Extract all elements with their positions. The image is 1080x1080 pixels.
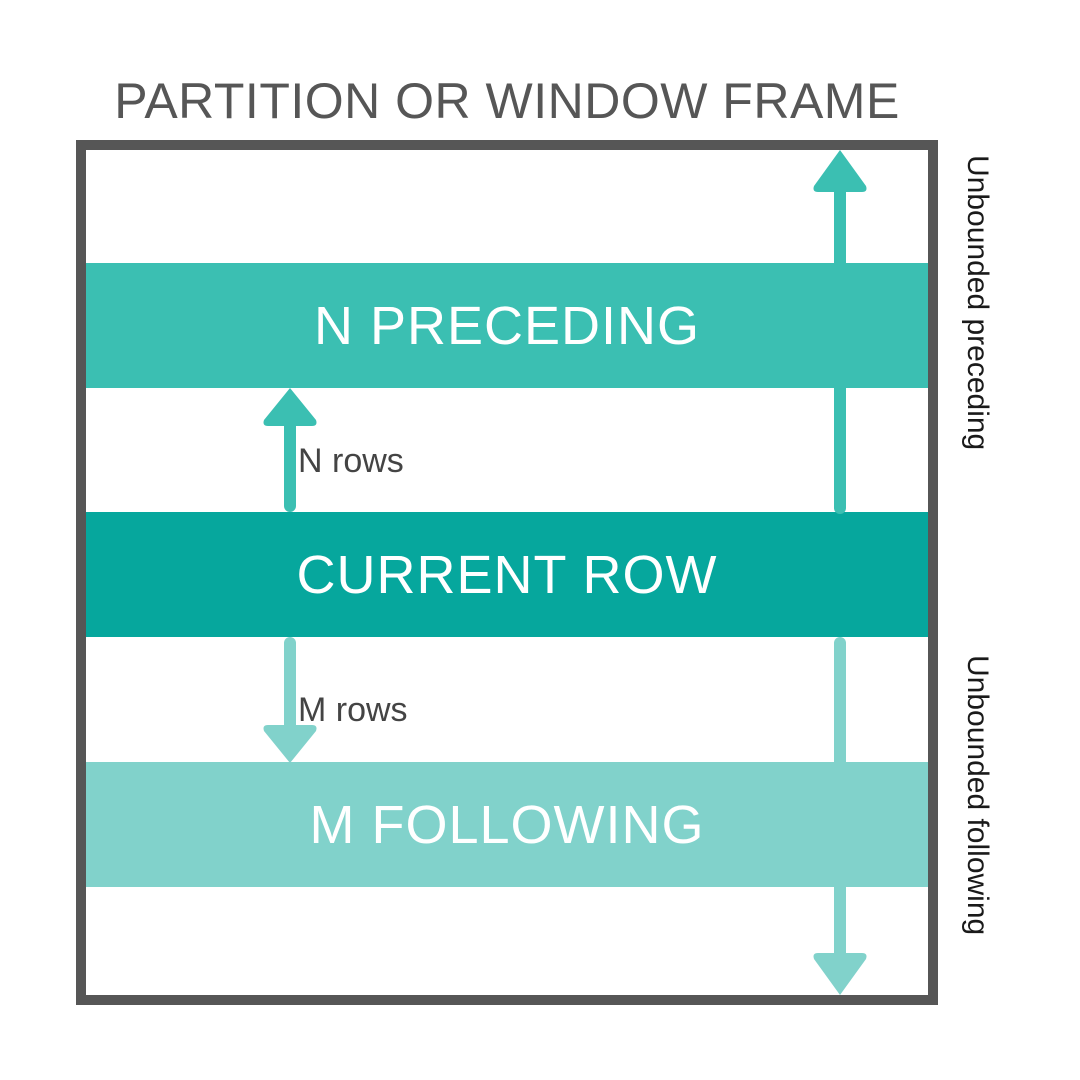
side-label-unbounded-preceding: Unbounded preceding: [961, 155, 994, 451]
label-m-rows: M rows: [298, 691, 408, 729]
band-m-following-label: M FOLLOWING: [309, 794, 705, 855]
side-label-unbounded-following: Unbounded following: [961, 655, 994, 936]
band-current-row-label: CURRENT ROW: [296, 544, 718, 605]
band-n-preceding-label: N PRECEDING: [313, 295, 701, 356]
band-n-preceding: N PRECEDING: [86, 263, 928, 388]
band-current-row: CURRENT ROW: [86, 512, 928, 637]
page-title: PARTITION OR WINDOW FRAME: [114, 73, 900, 129]
window-frame-box: N PRECEDING CURRENT ROW M FOLLOWING: [76, 140, 938, 1005]
label-n-rows: N rows: [298, 442, 404, 480]
band-m-following: M FOLLOWING: [86, 762, 928, 887]
